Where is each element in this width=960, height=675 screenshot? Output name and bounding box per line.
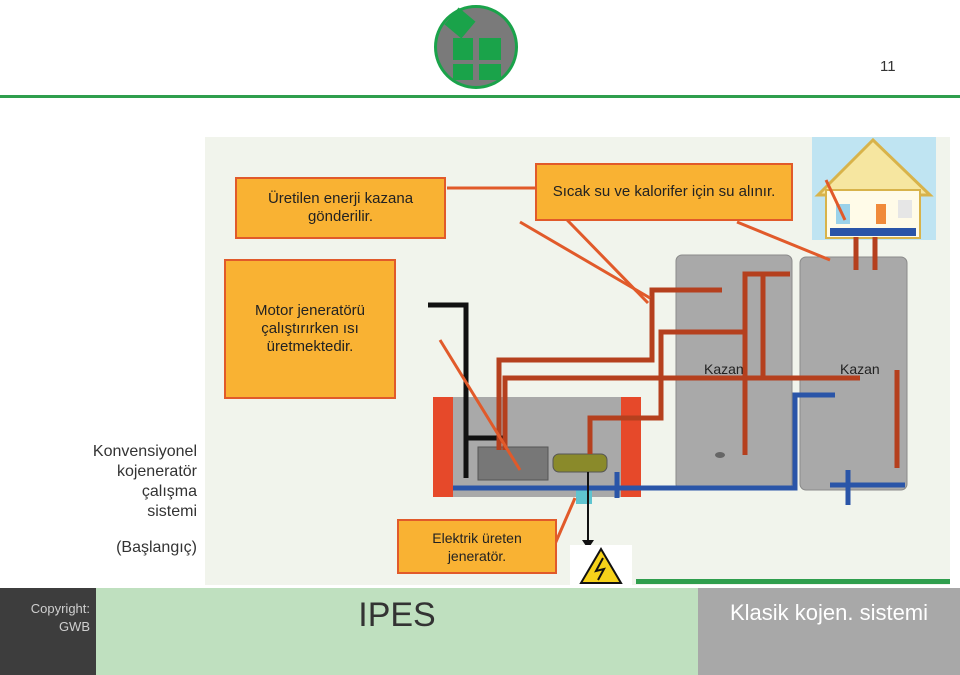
- callout-generator: Elektrik üreten jeneratör.: [397, 519, 557, 574]
- high-voltage-icon: [579, 547, 623, 584]
- side-caption-line: kojeneratör: [116, 463, 197, 480]
- footer-copyright: Copyright: GWB: [0, 588, 96, 675]
- logo-square: [453, 38, 473, 60]
- generator-panel-right: [621, 397, 641, 497]
- boiler-right-label: Kazan: [840, 361, 880, 377]
- footer-brand: IPES: [358, 596, 436, 634]
- copyright-label: Copyright:: [30, 601, 90, 616]
- logo-square: [453, 64, 473, 80]
- copyright-text: Copyright: GWB: [31, 600, 90, 636]
- callout-heat: Motor jeneratörü çalıştırırken ısı üretm…: [224, 259, 396, 399]
- top-divider: [0, 95, 960, 98]
- exhaust-pipe: [428, 302, 469, 478]
- side-caption-line: çalışma: [141, 483, 197, 500]
- alternator: [552, 453, 608, 473]
- cold-water-pipes: [453, 392, 905, 505]
- page-number: 11: [880, 58, 896, 75]
- footer-title: Klasik kojen. sistemi: [729, 600, 929, 625]
- side-caption-subtitle: (Başlangıç): [116, 539, 197, 556]
- engine-block: [477, 446, 549, 481]
- hot-water-pipes: [496, 237, 900, 468]
- footer-title-panel: Klasik kojen. sistemi: [698, 588, 960, 675]
- footer-center: IPES: [96, 588, 698, 675]
- boiler-valve: [715, 452, 725, 458]
- power-line-arrow: [582, 540, 594, 549]
- house-icon: [812, 137, 936, 240]
- boiler-left-label: Kazan: [704, 361, 744, 377]
- logo-square: [479, 38, 501, 60]
- logo: [434, 5, 518, 89]
- connector: [576, 490, 592, 504]
- logo-square: [479, 64, 501, 80]
- side-caption-line: sistemi: [147, 503, 197, 520]
- side-caption-line: Konvensiyonel: [92, 443, 197, 460]
- generator-panel-left: [433, 397, 453, 497]
- callout-energy: Üretilen enerji kazana gönderilir.: [235, 177, 446, 239]
- callout-hot-water: Sıcak su ve kalorifer için su alınır.: [535, 163, 793, 221]
- bottom-divider: [636, 579, 950, 584]
- lightning-bolt-icon: [594, 557, 606, 581]
- side-caption: Konvensiyonel kojeneratör çalışma sistem…: [60, 442, 197, 522]
- copyright-owner: GWB: [58, 619, 90, 634]
